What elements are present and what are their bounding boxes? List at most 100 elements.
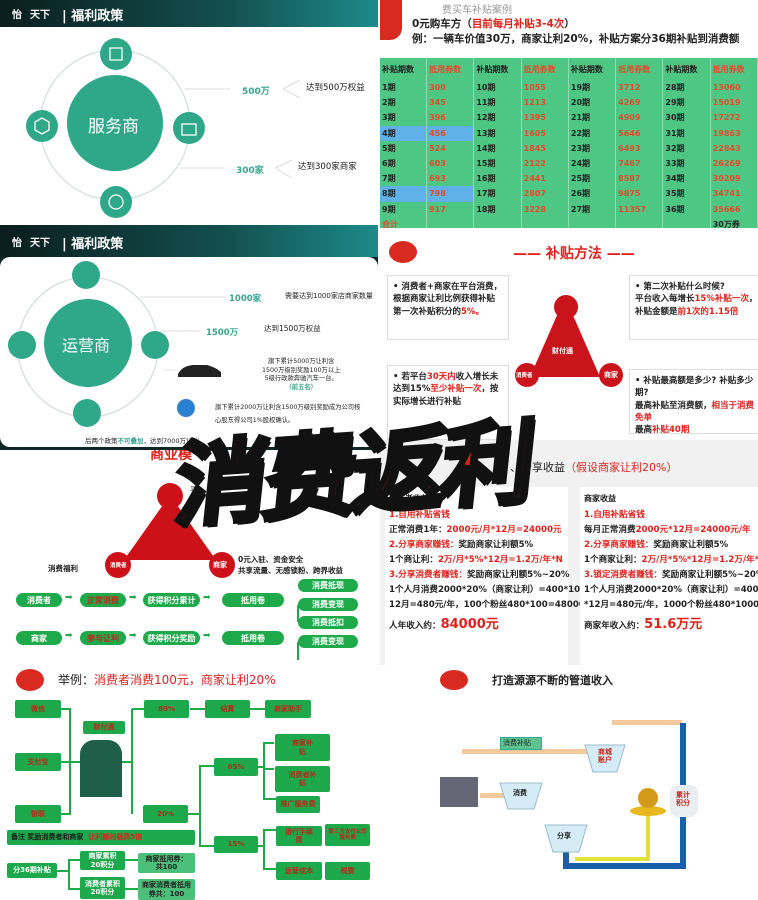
channel-box: 微信 bbox=[15, 700, 61, 718]
income-line: 2.分享商家赚钱：奖励商家让利额5% bbox=[584, 538, 728, 550]
split-box: 第三方支付公司服务费 bbox=[325, 824, 370, 846]
income-text: 2万/月*5%*12月=1.2万/年*N bbox=[437, 555, 563, 565]
subsidy-tag bbox=[500, 737, 542, 750]
card-highlight: 至少补贴一次 bbox=[430, 384, 482, 395]
period-cell: 5期 bbox=[380, 140, 428, 156]
points-label: 累计积分 bbox=[676, 791, 690, 808]
reward-text: 旗下累计5000万让利含 bbox=[268, 358, 335, 365]
period-cell: 27期 bbox=[568, 201, 617, 217]
tree-connectors bbox=[57, 708, 276, 890]
period-cell: 16期 bbox=[473, 171, 522, 187]
headline-text: ） bbox=[564, 18, 575, 30]
card-text-span: 平台收入每增长 bbox=[635, 294, 695, 305]
card-text-span: 最高 bbox=[635, 425, 653, 436]
footnote-text: 后两个政策 bbox=[85, 437, 118, 445]
flow-outcome: 消费抵扣 bbox=[298, 616, 358, 629]
income-text: 3.锁定消费者赚钱： bbox=[584, 570, 662, 580]
command-icon bbox=[72, 261, 100, 289]
income-line: 1个商家让利：2万/月*5%*12月=1.2万/年*N bbox=[584, 553, 758, 565]
panel-operator: 怡 天下 | 福利政策 运营商 1000家 需要达到1000家店商家数量 150… bbox=[0, 225, 378, 450]
column-header: 补贴期数 bbox=[380, 58, 428, 80]
period-cell: 6期 bbox=[380, 155, 428, 172]
flow-outcome: 消费变现 bbox=[298, 635, 358, 648]
command-icon bbox=[100, 38, 132, 70]
pipeline-diagram bbox=[440, 720, 698, 869]
income-line: 2.分享商家赚钱：奖励商家让利额5% bbox=[389, 538, 533, 550]
title-highlight: （假设商家让利20%） bbox=[565, 461, 678, 474]
period-cell: 26期 bbox=[568, 186, 617, 202]
metric-desc: 达到1500万权益 bbox=[264, 324, 321, 333]
metric-value: 500万 bbox=[242, 87, 270, 97]
metric-desc: 需要达到1000家店商家数量 bbox=[285, 292, 373, 300]
slide-title: 打造源源不断的管道收入 bbox=[492, 674, 613, 687]
reward-desc: 旗下累计5000万让利含 1500万级别奖励100万以上 5级行政款奔驰汽车一台… bbox=[262, 358, 340, 392]
bag-icon bbox=[141, 331, 169, 359]
consumer-benefit: 消费福利 bbox=[48, 564, 78, 573]
mall-account-label: 商城账户 bbox=[598, 748, 612, 764]
coupon-cell: 917 bbox=[426, 201, 475, 217]
card-text: 第一次补贴积分的5%。 bbox=[393, 306, 503, 318]
consume-label: 消费 bbox=[513, 789, 527, 797]
table-total-row: 合计 30万券 bbox=[380, 216, 758, 228]
income-line: 商家收益 bbox=[584, 493, 616, 504]
income-text: 1.自用补贴省钱 bbox=[389, 510, 450, 520]
table-header: 补贴期数抵用券数 补贴期数抵用券数 补贴期数抵用券数 补贴期数抵用券数 bbox=[380, 58, 758, 80]
card-text-span: ，补贴金额是 bbox=[635, 294, 758, 317]
headline-highlight: 目前每月补贴3-4次 bbox=[471, 18, 565, 30]
card-text: • 若平台30天内收入增长未达到15%至少补贴一次，按实际增长进行补贴 bbox=[393, 372, 499, 407]
income-line: 1.自用补贴省钱 bbox=[389, 508, 450, 520]
top-label: 平 bbox=[190, 486, 198, 495]
slide-title: —— 补贴方法 —— bbox=[513, 246, 635, 262]
income-text: 商家年收入约： bbox=[584, 621, 645, 631]
overlay-title: 消费返利 bbox=[168, 407, 539, 542]
column-header: 抵用券数 bbox=[521, 58, 569, 80]
card-text-span: 最高补贴至消费额， bbox=[635, 400, 712, 411]
card-text: • 补贴最高额是多少? 补贴多少期? bbox=[635, 376, 754, 399]
slide-title: 费买车补贴案例 bbox=[442, 5, 512, 16]
coupon-cell: 1055 bbox=[521, 80, 569, 96]
income-text: 奖励商家让利额5% bbox=[653, 540, 729, 550]
equity-desc: 心股东得公司1%股权确认。 bbox=[215, 417, 295, 424]
flow-step: 消费者 bbox=[16, 593, 62, 607]
metric-desc: 达到500万权益 bbox=[306, 83, 365, 93]
panel-subsidy-table: 费买车补贴案例 0元购车方（目前每月补贴3-4次） 例：一辆车价值30万，商家让… bbox=[380, 0, 758, 228]
income-text: 1个人月消费2000*20%（商家让利）=400*10% bbox=[584, 585, 758, 595]
logo: 怡 bbox=[12, 238, 22, 249]
period-cell: 18期 bbox=[473, 201, 522, 217]
info-card: • 第二次补贴什么时候? 平台收入每增长15%补贴一次，补贴金额是前1次的1.1… bbox=[629, 275, 758, 340]
income-text: 1.自用补贴省钱 bbox=[584, 510, 645, 520]
total-value: 30万券 bbox=[710, 216, 758, 228]
income-text: 12月=480元/年，100个粉丝480*100=48000，个 bbox=[389, 600, 602, 610]
income-line: 12月=480元/年，100个粉丝480*100=48000，个 bbox=[389, 598, 602, 610]
coupon-cell: 3712 bbox=[615, 80, 664, 96]
metric-desc: 达到300家商家 bbox=[298, 162, 357, 172]
card-text: 平台收入每增长15%补贴一次，补贴金额是前1次的1.15倍 bbox=[635, 293, 758, 318]
pie-icon bbox=[73, 399, 101, 427]
card-text: • 第二次补贴什么时候? bbox=[635, 282, 725, 292]
period-cell: 21期 bbox=[568, 110, 617, 126]
coupon-cell: 17272 bbox=[710, 110, 758, 126]
income-text: 2000元/月*12月=24000元 bbox=[446, 525, 562, 535]
coupon-cell: 2122 bbox=[521, 155, 569, 172]
card-highlight: 15%补贴一次 bbox=[694, 294, 749, 305]
coupon-box: 商家抵用券：共100 bbox=[138, 853, 195, 873]
period-cell: 32期 bbox=[662, 140, 711, 156]
period-cell: 34期 bbox=[662, 171, 711, 187]
flow-outcome: 消费变现 bbox=[298, 598, 358, 611]
column-header: 抵用券数 bbox=[426, 58, 475, 80]
flow-step: 抵用卷 bbox=[222, 631, 284, 645]
card-text-span: ，按实际增长进行补贴 bbox=[393, 384, 499, 407]
total-label: 合计 bbox=[380, 216, 428, 228]
points-box: 消费者累积20积分 bbox=[80, 877, 125, 899]
equity-desc: 旗下累计2000万让利含1500万级别奖励成为公司核 bbox=[215, 404, 361, 411]
income-text: 商家收益 bbox=[584, 494, 616, 503]
panel-header: 怡 天下 | 福利政策 bbox=[0, 0, 378, 27]
footnote-text: ，达到7000万让利 bbox=[143, 437, 200, 445]
slide-title: 举例：消费者消费100元，商家让利20% bbox=[58, 671, 276, 688]
panel-example: 举例：消费者消费100元，商家让利20% 微信 支付宝 银联 财付通 80% 结… bbox=[0, 665, 378, 900]
split-box: 税费 bbox=[325, 862, 370, 880]
